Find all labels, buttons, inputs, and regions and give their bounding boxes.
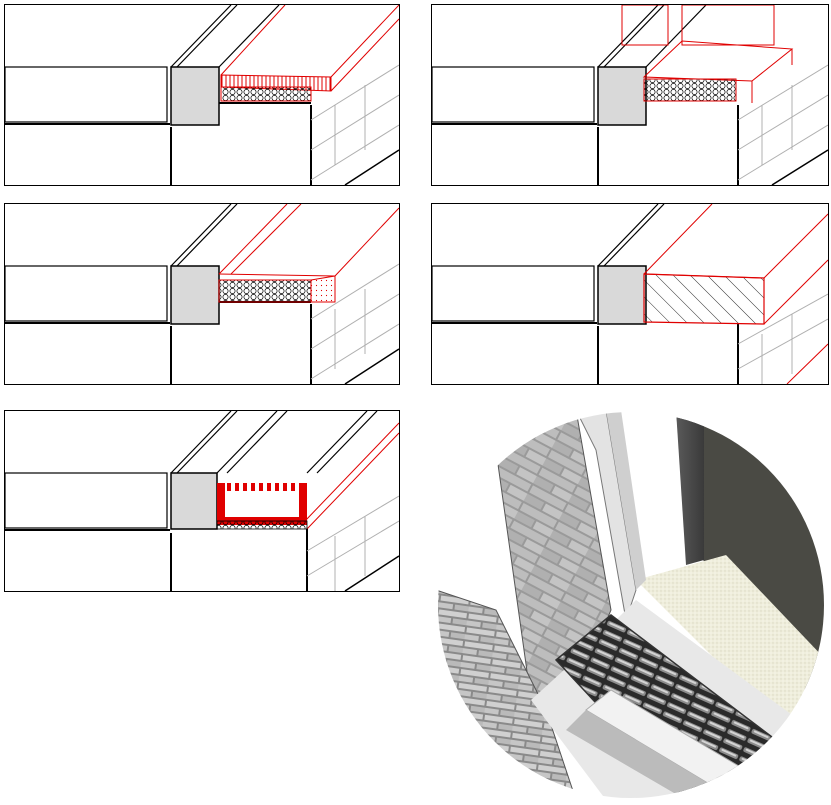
- detail-panel-1: [4, 4, 400, 186]
- window-frame: [170, 66, 220, 126]
- window-frame: [170, 265, 220, 325]
- detail-panel-3: [4, 203, 400, 385]
- window-frame: [597, 265, 647, 325]
- window-frame: [597, 66, 647, 126]
- window-frame: [170, 472, 218, 530]
- detail-panel-4: [431, 203, 829, 385]
- threshold-render-image: [436, 410, 826, 800]
- detail-panel-2: [431, 4, 829, 186]
- detail-panel-5: [4, 410, 400, 592]
